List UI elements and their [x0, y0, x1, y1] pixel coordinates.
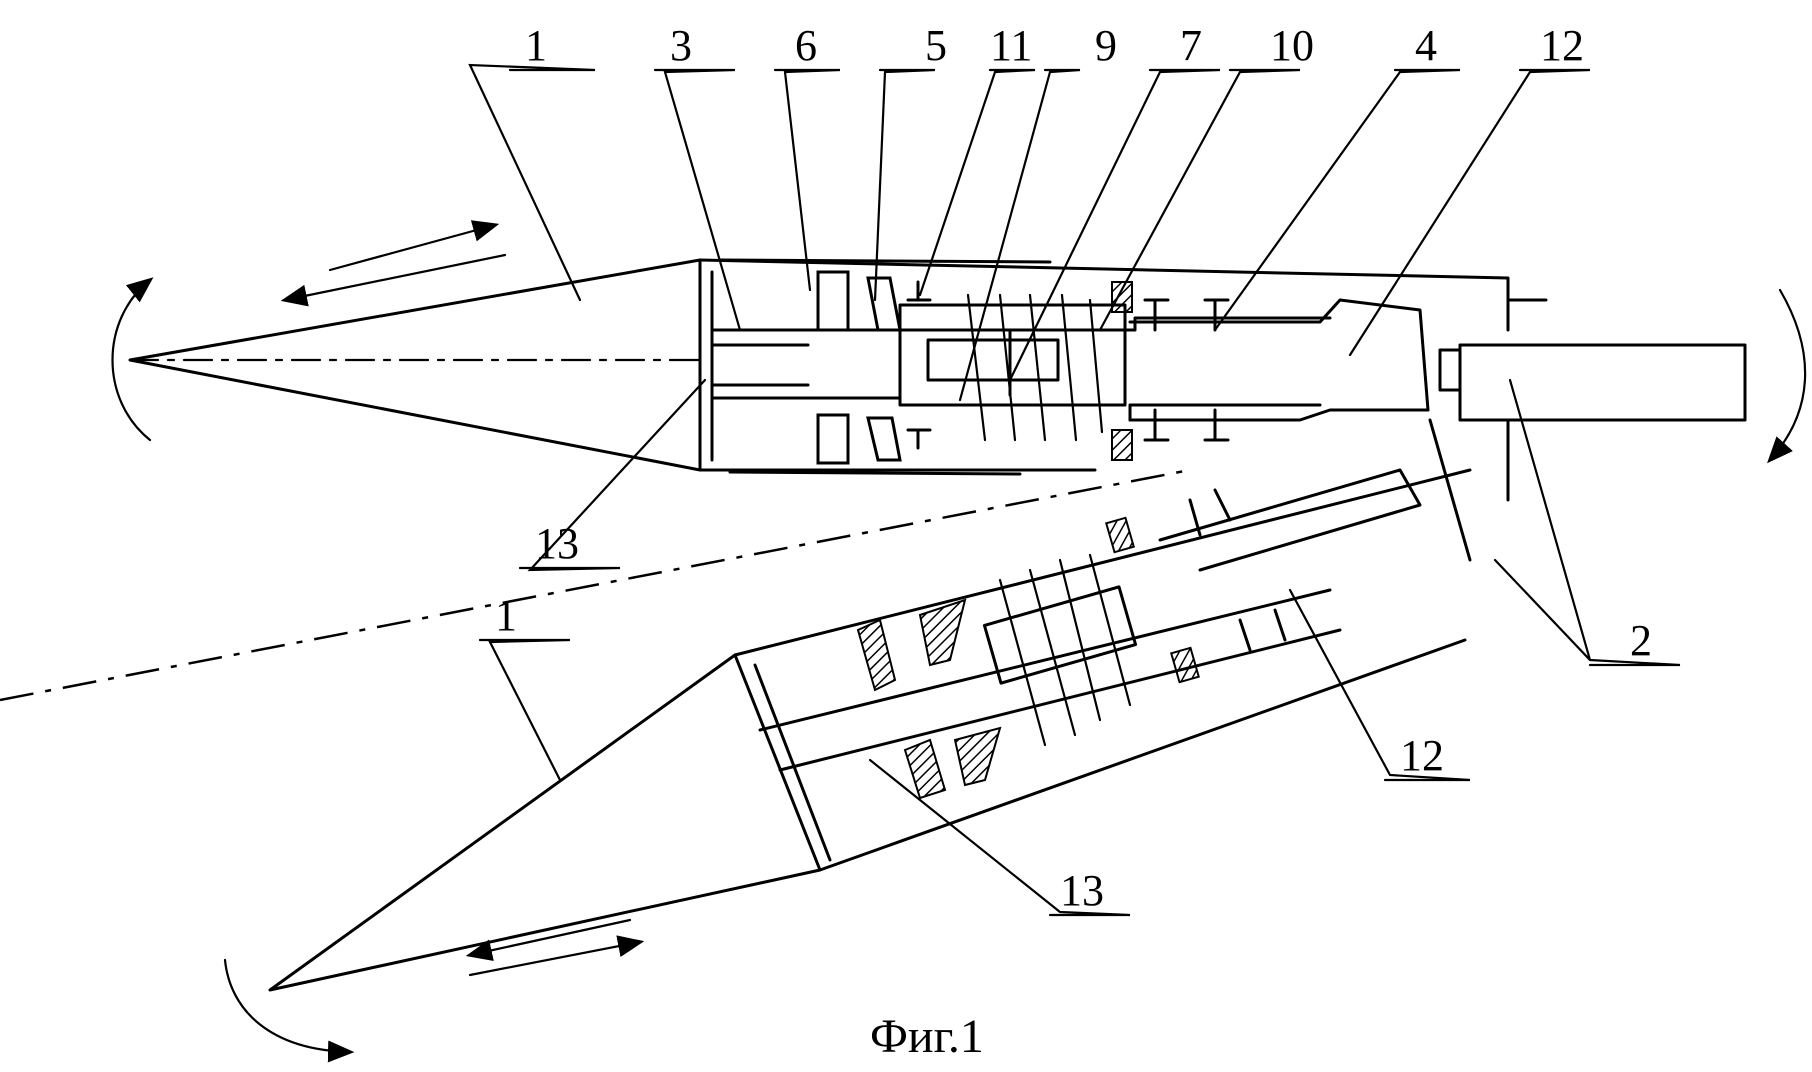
label-11: 11 [990, 21, 1032, 70]
label-10: 10 [1270, 21, 1314, 70]
lower-assembly [0, 420, 1470, 990]
label-9: 9 [1095, 21, 1117, 70]
lower-cone [270, 655, 820, 990]
upper-cone [130, 260, 700, 470]
label-7: 7 [1180, 21, 1202, 70]
motion-arrows [113, 225, 1806, 1052]
label-2: 2 [1630, 616, 1652, 665]
label-4: 4 [1415, 21, 1437, 70]
lower-housing [735, 470, 1470, 870]
label-5: 5 [925, 21, 947, 70]
label-3: 3 [670, 21, 692, 70]
label-1-bottom: 1 [495, 591, 517, 640]
label-13-bottom: 13 [1060, 866, 1104, 915]
upper-assembly [130, 260, 1745, 500]
label-13-top: 13 [535, 519, 579, 568]
label-12-bottom: 12 [1400, 731, 1444, 780]
upper-spring [968, 295, 1102, 440]
label-1-top: 1 [525, 21, 547, 70]
leader-lines [470, 65, 1680, 915]
figure-caption: Фиг.1 [870, 1010, 984, 1063]
output-shaft [1460, 345, 1745, 420]
label-12-top: 12 [1540, 21, 1584, 70]
label-6: 6 [795, 21, 817, 70]
